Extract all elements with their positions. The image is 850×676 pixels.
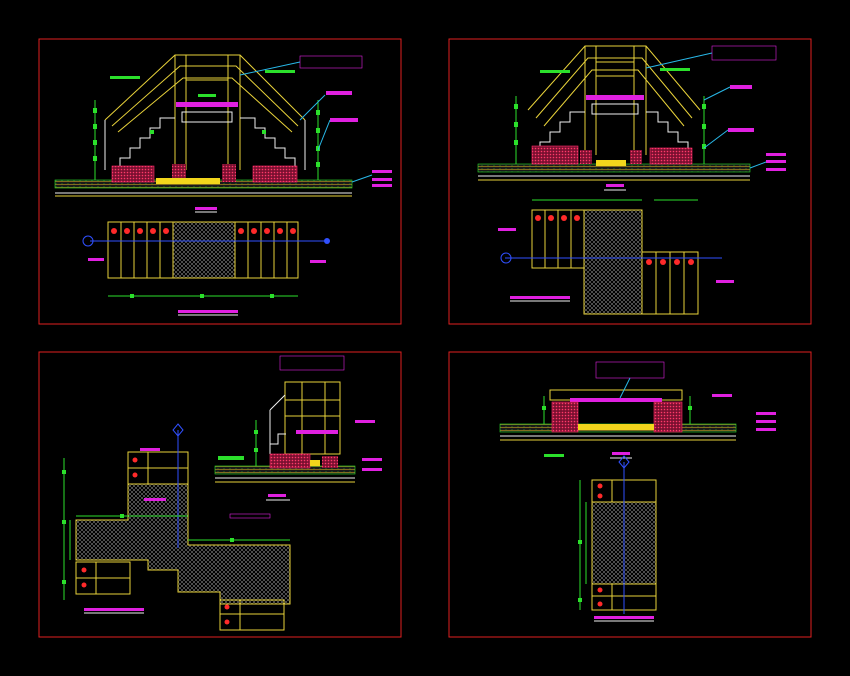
panel-3-section (214, 355, 382, 519)
panel-3-frame (38, 351, 402, 638)
panel-4 (448, 351, 812, 638)
panel-4-section (499, 361, 776, 459)
panel-2 (448, 38, 812, 325)
panel-3-plan (62, 423, 291, 631)
panel-1-plan (82, 221, 330, 316)
panel-3 (38, 351, 402, 638)
panel-2-section (477, 45, 786, 191)
panel-2-plan (498, 199, 734, 315)
panel-1-section (54, 54, 392, 213)
panel-2-frame (448, 38, 812, 325)
panel-4-plan (578, 455, 657, 622)
panel-4-frame (448, 351, 812, 638)
panel-1 (38, 38, 402, 325)
panel-1-frame (38, 38, 402, 325)
